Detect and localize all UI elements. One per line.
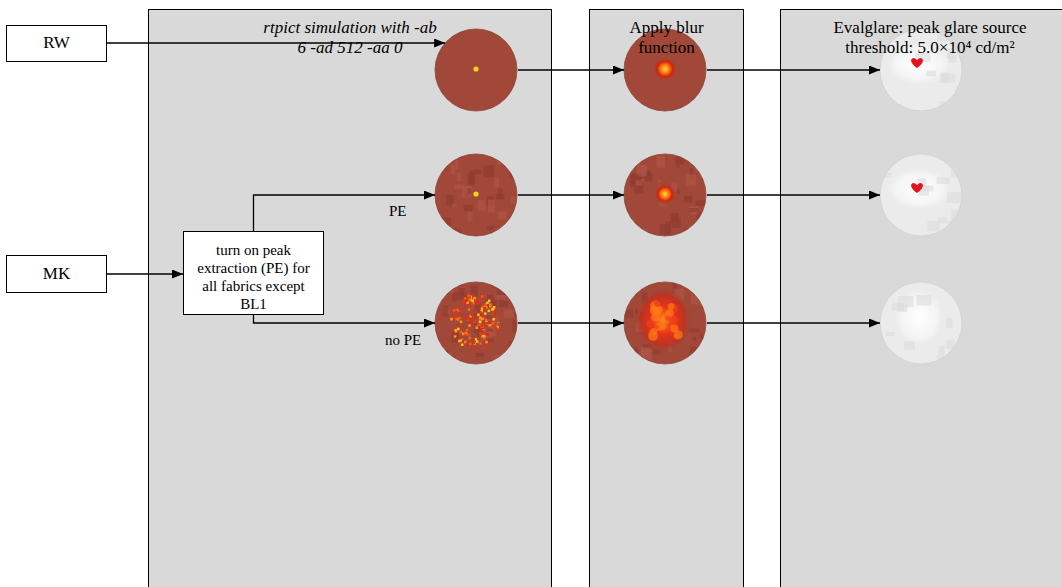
input-box: MK	[6, 255, 107, 293]
luminance-map	[435, 154, 525, 245]
branch-arrow	[254, 195, 436, 231]
connector	[107, 273, 183, 274]
panel-heading: rtpict simulation with -ab 6 -ad 512 -aa…	[259, 18, 441, 59]
luminance-map	[624, 154, 714, 238]
flow-arrow	[518, 69, 624, 70]
flow-arrow	[707, 69, 880, 70]
luminance-map	[435, 29, 517, 111]
luminance-map	[880, 154, 965, 236]
branch-label: no PE	[383, 331, 423, 349]
panel-heading: Apply blur function	[612, 18, 722, 59]
flow-arrow	[707, 322, 880, 323]
input-box: RW	[6, 25, 107, 62]
box-label: MK	[12, 264, 102, 284]
luminance-map	[624, 282, 713, 370]
luminance-map	[435, 282, 524, 373]
luminance-map	[880, 282, 968, 364]
flow-arrow	[707, 194, 880, 195]
flow-arrow	[518, 194, 624, 195]
branch-label: PE	[387, 202, 409, 220]
box-label: turn on peak extraction (PE) for all fab…	[192, 241, 316, 313]
box-label: RW	[12, 33, 102, 53]
panel-heading: Evalglare: peak glare source threshold: …	[806, 18, 1054, 59]
process-box: turn on peak extraction (PE) for all fab…	[183, 231, 324, 315]
luminance-map	[880, 29, 968, 111]
luminance-map	[624, 29, 706, 111]
flow-arrow	[518, 322, 624, 323]
flow-arrow	[107, 42, 445, 43]
branch-arrow	[254, 315, 436, 323]
